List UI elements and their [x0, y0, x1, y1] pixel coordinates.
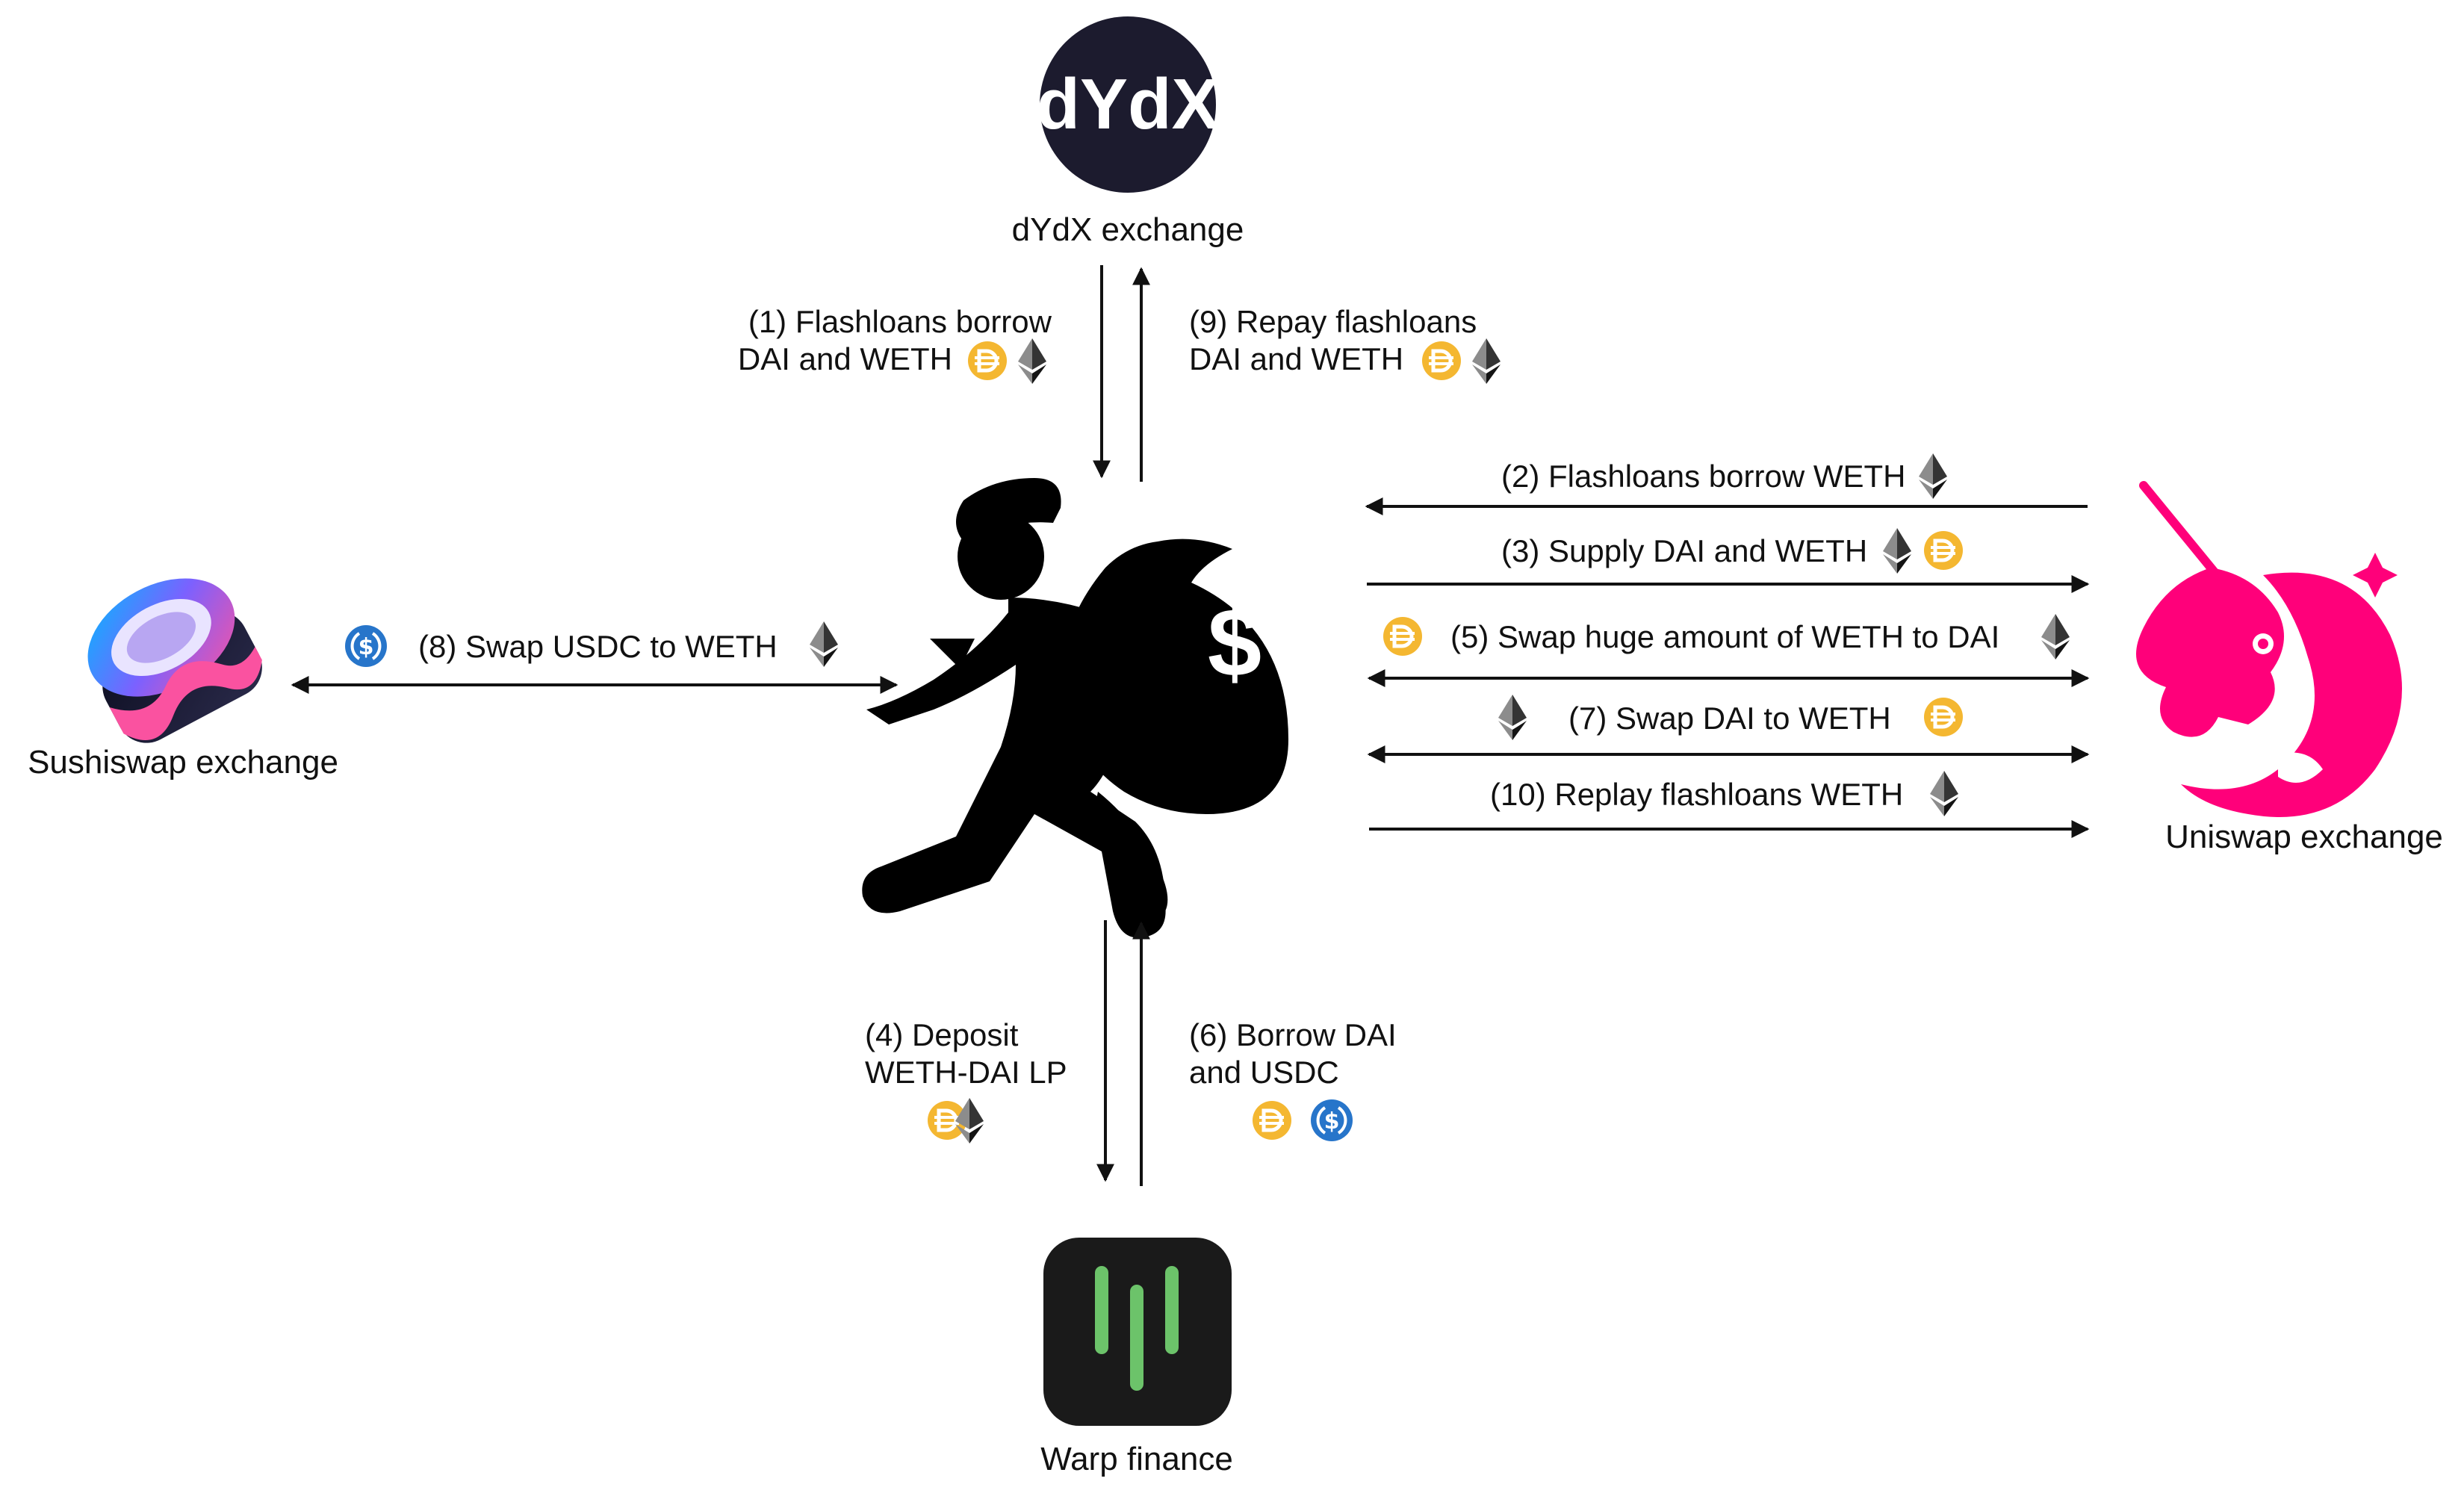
step1-label-line2: DAI and WETH	[738, 341, 952, 376]
dydx-logo: dYdX	[1036, 16, 1220, 193]
step2-label: (2) Flashloans borrow WETH	[1501, 459, 1905, 494]
dai-icon	[968, 341, 1007, 380]
eth-icon	[1883, 528, 1911, 574]
sushiswap-logo	[87, 578, 262, 743]
dydx-exchange-label: dYdX exchange	[1012, 211, 1244, 248]
step6-label-line1: (6) Borrow DAI	[1189, 1017, 1397, 1052]
step1-label-line1: (1) Flashloans borrow	[748, 304, 1052, 339]
eth-icon	[810, 621, 838, 667]
step9-label-line1: (9) Repay flashloans	[1189, 304, 1477, 339]
step6-label-line2: and USDC	[1189, 1055, 1339, 1090]
step4-label-line1: (4) Deposit	[865, 1017, 1019, 1052]
step5-label: (5) Swap huge amount of WETH to DAI	[1450, 619, 1999, 654]
usdc-icon	[1309, 1098, 1354, 1143]
thief-icon	[862, 478, 1288, 938]
sushiswap-exchange-label: Sushiswap exchange	[28, 744, 338, 781]
dai-icon	[1253, 1101, 1291, 1140]
step4-label-line2: WETH-DAI LP	[865, 1055, 1067, 1090]
eth-icon	[1018, 338, 1046, 384]
dai-icon	[1924, 531, 1963, 570]
step9-label-line2: DAI and WETH	[1189, 341, 1403, 376]
uniswap-exchange-label: Uniswap exchange	[2165, 819, 2443, 855]
usdc-icon	[344, 624, 388, 668]
eth-icon	[1498, 695, 1527, 740]
step3-label: (3) Supply DAI and WETH	[1501, 533, 1867, 568]
eth-icon	[1930, 771, 1958, 816]
eth-icon	[2041, 614, 2070, 660]
step8-label: (8) Swap USDC to WETH	[418, 629, 778, 664]
dai-icon	[1383, 617, 1422, 656]
warp-logo	[1043, 1238, 1232, 1426]
step7-label: (7) Swap DAI to WETH	[1568, 701, 1891, 736]
dai-icon	[1422, 341, 1461, 380]
money-bag-symbol: $	[1208, 588, 1262, 697]
warp-finance-label: Warp finance	[1040, 1441, 1233, 1477]
dydx-logo-text: dYdX	[1036, 64, 1219, 144]
step10-label: (10) Replay flashloans WETH	[1490, 777, 1903, 812]
eth-icon	[1919, 453, 1947, 499]
eth-icon	[1472, 338, 1501, 384]
uniswap-logo	[2136, 481, 2402, 817]
dai-icon	[1924, 698, 1963, 736]
eth-icon	[955, 1098, 984, 1144]
